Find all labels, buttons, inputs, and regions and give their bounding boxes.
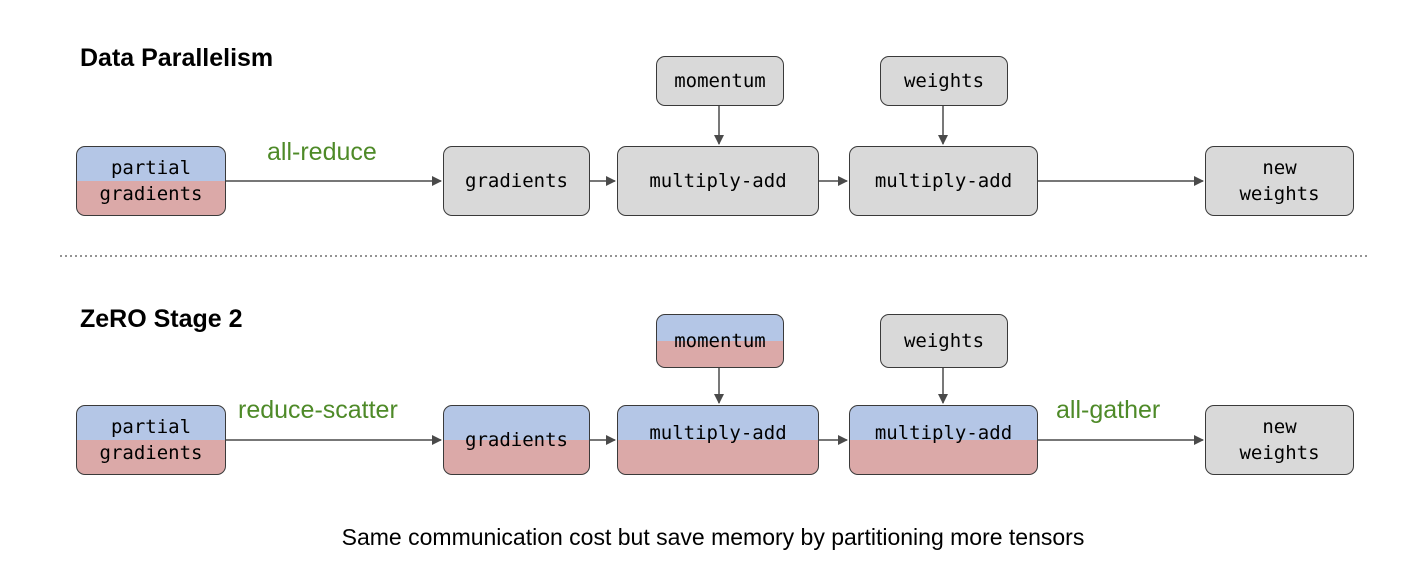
zero-new-weights-node: new weights <box>1205 405 1354 475</box>
zero-weights-node: weights <box>880 314 1008 368</box>
zero-gradients-node-label: gradients <box>465 429 568 451</box>
dp-title: Data Parallelism <box>80 44 274 72</box>
dp-partial-gradients-node: partial gradients <box>76 146 226 216</box>
zero-multiply-add-1-label: multiply-add <box>649 422 787 444</box>
dp-partial-label: partial <box>110 157 192 179</box>
caption: Same communication cost but save memory … <box>341 524 1085 550</box>
zero-multiply-add-2-label: multiply-add <box>874 422 1013 444</box>
dp-weights-label: weights <box>1239 183 1320 205</box>
dp-weights-node: weights <box>880 56 1008 106</box>
zero-title: ZeRO Stage 2 <box>80 305 243 333</box>
zero-reduce-scatter-label: reduce-scatter <box>238 396 398 424</box>
zero-partial-gradients-node: partial gradients <box>76 405 226 475</box>
dp-momentum-node-label: momentum <box>674 70 766 92</box>
dp-new-weights-node: new weights <box>1205 146 1354 216</box>
dp-gradients-label: gradients <box>99 183 203 205</box>
zero-gradients-label: gradients <box>99 442 203 464</box>
zero-all-gather-label: all-gather <box>1056 396 1161 424</box>
zero-weights-label: weights <box>1239 442 1320 464</box>
zero-multiply-add-node-1: multiply-add <box>617 405 819 475</box>
dp-multiply-add-2-label: multiply-add <box>874 170 1013 192</box>
dp-multiply-add-node-1: multiply-add <box>617 146 819 216</box>
zero-new-label: new <box>1262 416 1297 438</box>
dp-multiply-add-1-label: multiply-add <box>649 170 787 192</box>
dp-gradients-node: gradients <box>443 146 590 216</box>
zero-partial-label: partial <box>110 416 192 438</box>
dp-weights-node-label: weights <box>903 70 985 92</box>
dp-momentum-node: momentum <box>656 56 784 106</box>
zero-momentum-node-label: momentum <box>674 330 766 352</box>
zero-weights-node-label: weights <box>903 330 985 352</box>
dp-multiply-add-node-2: multiply-add <box>849 146 1038 216</box>
zero-momentum-node: momentum <box>656 314 784 368</box>
zero-multiply-add-node-2: multiply-add <box>849 405 1038 475</box>
zero-gradients-node: gradients <box>443 405 590 475</box>
dp-gradients-node-label: gradients <box>465 170 568 192</box>
dp-all-reduce-label: all-reduce <box>267 138 377 166</box>
dp-new-label: new <box>1262 157 1297 179</box>
